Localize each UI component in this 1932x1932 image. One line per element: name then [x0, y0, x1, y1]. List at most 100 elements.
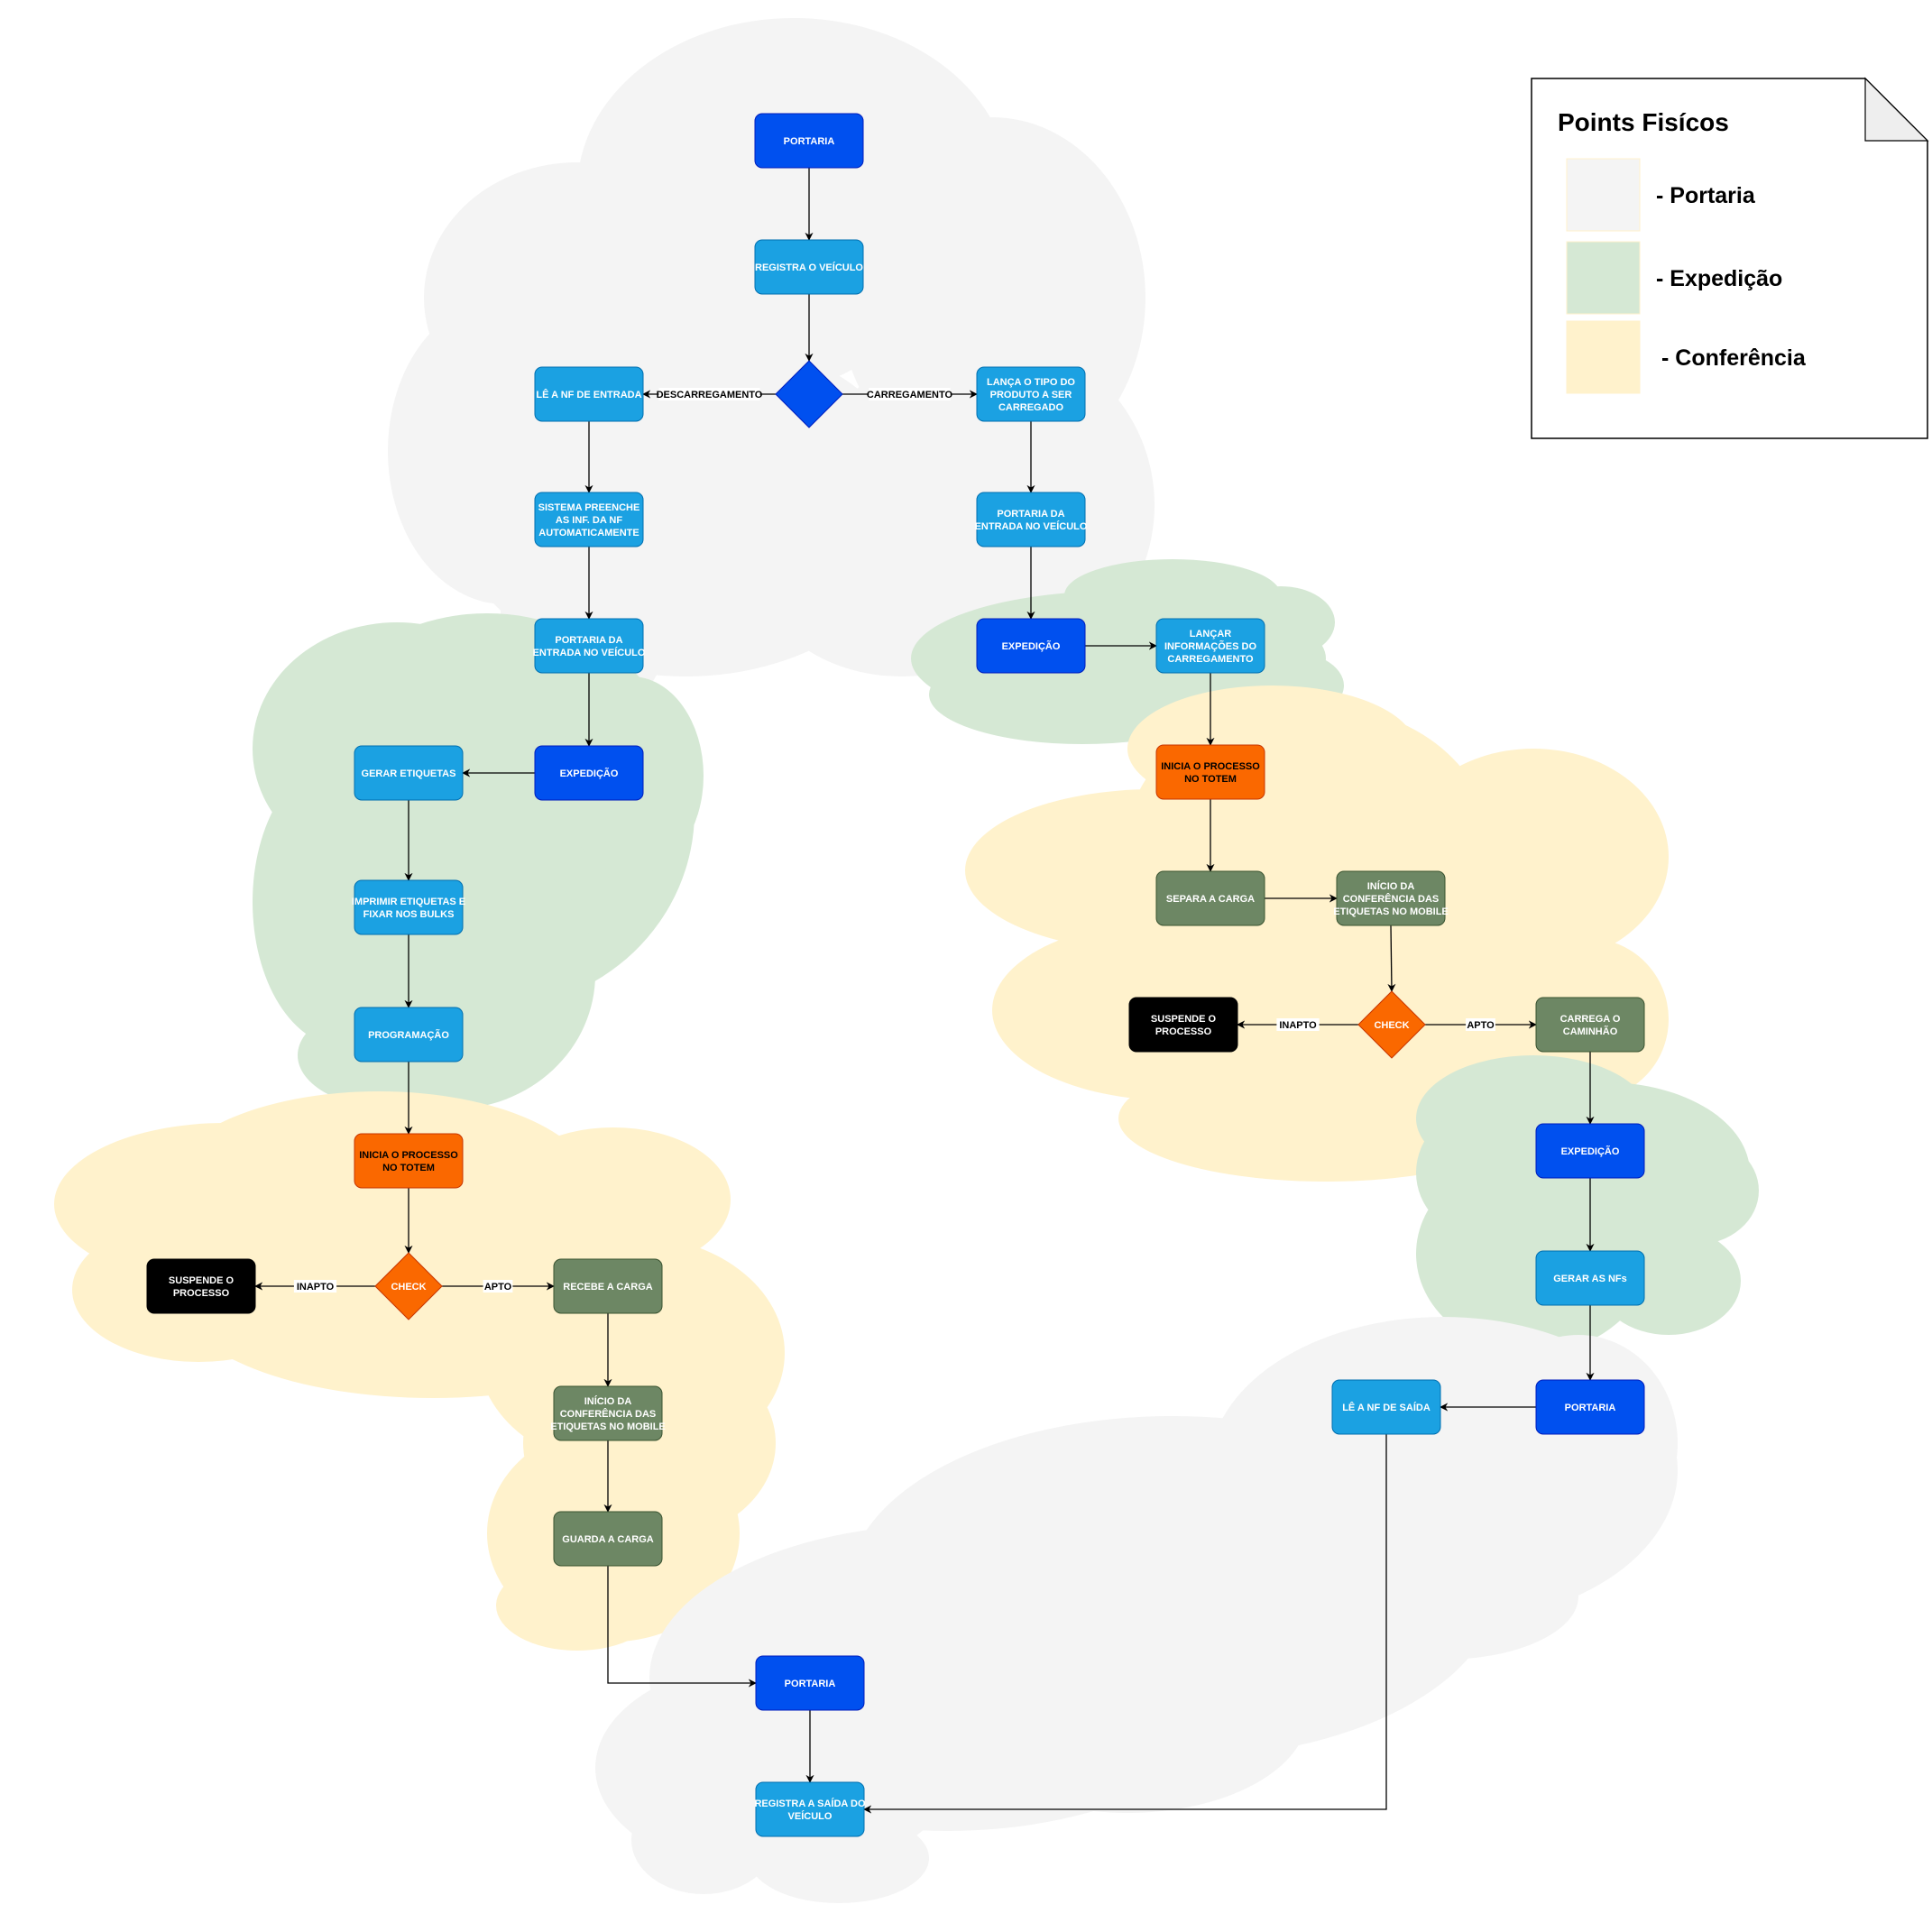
node-label: ENTRADA NO VEÍCULO — [533, 647, 646, 658]
node-label: REGISTRA A SAÍDA DO — [754, 1798, 865, 1809]
node-label: INÍCIO DA — [584, 1395, 632, 1407]
nodes-layer: PORTARIA REGISTRA O VEÍCULO LÊ A NF DE ENT… — [146, 113, 1645, 1837]
process-box — [146, 1258, 256, 1314]
process-box — [755, 1655, 865, 1711]
node-label: CHECK — [391, 1282, 426, 1293]
legend-title: Points Fisícos — [1558, 108, 1729, 136]
node-label: INFORMAÇÕES DO — [1164, 640, 1257, 652]
process-box — [354, 1007, 464, 1063]
edge-label: INAPTO — [1279, 1020, 1317, 1031]
node-label: SISTEMA PREENCHE — [538, 502, 640, 513]
node-recebe-carga[interactable]: RECEBE A CARGA — [553, 1258, 663, 1314]
node-label: EXPEDIÇÃO — [1002, 640, 1061, 652]
process-box — [1336, 870, 1446, 926]
legend-label: - Expedição — [1656, 266, 1782, 291]
zone-expedicao-right-lower — [1416, 1055, 1759, 1353]
edge-label-background — [1466, 1018, 1495, 1031]
zone-cloud-lobe — [1633, 1136, 1759, 1245]
node-registra-veiculo[interactable]: REGISTRA O VEÍCULO — [754, 239, 864, 295]
node-label: IMPRIMIR ETIQUETAS E — [352, 897, 465, 907]
process-box — [1155, 870, 1265, 926]
node-label: CAMINHÃO — [1563, 1026, 1618, 1037]
node-label: ENTRADA NO VEÍCULO — [975, 520, 1088, 532]
legend-panel: Points Fisícos - Portaria- Expedição- Co… — [1531, 77, 1929, 439]
process-box — [553, 1511, 663, 1567]
zone-expedicao-left — [253, 613, 704, 1109]
process-box — [976, 366, 1086, 422]
node-label: LANÇAR — [1190, 629, 1231, 639]
legend-item: - Expedição — [1566, 241, 1782, 315]
node-label: PORTARIA — [785, 1679, 836, 1689]
decision-diamond — [775, 360, 843, 428]
node-expedicao-l[interactable]: EXPEDIÇÃO — [534, 745, 644, 801]
legend-item: - Portaria — [1566, 158, 1756, 232]
node-expedicao-r2[interactable]: EXPEDIÇÃO — [1535, 1123, 1645, 1179]
node-label: INÍCIO DA — [1367, 880, 1415, 892]
process-box — [754, 113, 864, 169]
node-programacao[interactable]: PROGRAMAÇÃO — [354, 1007, 464, 1063]
node-tipo-operacao[interactable] — [775, 360, 843, 428]
node-le-nf-entrada[interactable]: LÊ A NF DE ENTRADA — [534, 366, 644, 422]
edge-label-background — [483, 1280, 513, 1293]
zone-cloud-lobe — [947, 1615, 1308, 1813]
legend-fold-corner — [1864, 77, 1929, 142]
zone-cloud-lobe — [631, 27, 938, 388]
node-separa-carga[interactable]: SEPARA A CARGA — [1155, 870, 1265, 926]
process-box — [1535, 997, 1645, 1053]
node-label: CHECK — [1374, 1020, 1409, 1031]
zone-cloud-lobe — [496, 1560, 658, 1651]
process-box — [754, 239, 864, 295]
node-label: GERAR AS NFs — [1553, 1274, 1627, 1284]
zone-cloud-lobe — [1416, 1109, 1542, 1236]
node-gerar-etiquetas[interactable]: GERAR ETIQUETAS — [354, 745, 464, 801]
process-box — [354, 879, 464, 935]
edge-label: APTO — [1467, 1020, 1495, 1031]
edge-label-background — [869, 388, 951, 400]
edge-label: INAPTO — [297, 1282, 335, 1293]
node-check-r[interactable]: CHECK — [1357, 990, 1426, 1059]
node-portaria-in[interactable]: PORTARIA — [754, 113, 864, 169]
node-label: LÊ A NF DE ENTRADA — [536, 389, 641, 400]
node-label: CARREGA O — [1560, 1014, 1621, 1025]
node-portaria-r2[interactable]: PORTARIA — [1535, 1379, 1645, 1435]
node-label: PORTARIA DA — [555, 635, 622, 646]
process-box — [534, 492, 644, 547]
zone-cloud-lobe — [631, 1786, 776, 1894]
node-label: PROCESSO — [173, 1288, 230, 1299]
node-label: CONFERÊNCIA DAS — [560, 1408, 657, 1420]
node-label: PRODUTO A SER — [990, 390, 1072, 400]
node-label: RECEBE A CARGA — [563, 1282, 652, 1293]
node-portaria-out[interactable]: PORTARIA — [755, 1655, 865, 1711]
node-label: NO TOTEM — [382, 1163, 435, 1173]
node-totem-l[interactable]: INICIA O PROCESSO NO TOTEM — [354, 1133, 464, 1189]
node-check-l[interactable]: CHECK — [374, 1252, 443, 1320]
node-label: PORTARIA — [1565, 1403, 1616, 1413]
edge-le_nf_saida-to-registra_saida — [863, 1434, 1387, 1814]
node-expedicao-r[interactable]: EXPEDIÇÃO — [976, 618, 1086, 674]
node-le-nf-saida[interactable]: LÊ A NF DE SAÍDA — [1331, 1379, 1441, 1435]
node-guarda-carga[interactable]: GUARDA A CARGA — [553, 1511, 663, 1567]
node-label: AS INF. DA NF — [556, 515, 622, 526]
node-label: INICIA O PROCESSO — [359, 1150, 458, 1161]
node-label: PORTARIA DA — [997, 509, 1064, 520]
node-label: EXPEDIÇÃO — [560, 768, 619, 779]
zones-layer — [54, 18, 1759, 1903]
node-gerar-nfs[interactable]: GERAR AS NFs — [1535, 1250, 1645, 1306]
node-label: PORTARIA — [784, 136, 835, 147]
node-label: CARREGADO — [998, 402, 1064, 413]
node-label: PROCESSO — [1155, 1026, 1212, 1037]
process-box — [534, 745, 644, 801]
